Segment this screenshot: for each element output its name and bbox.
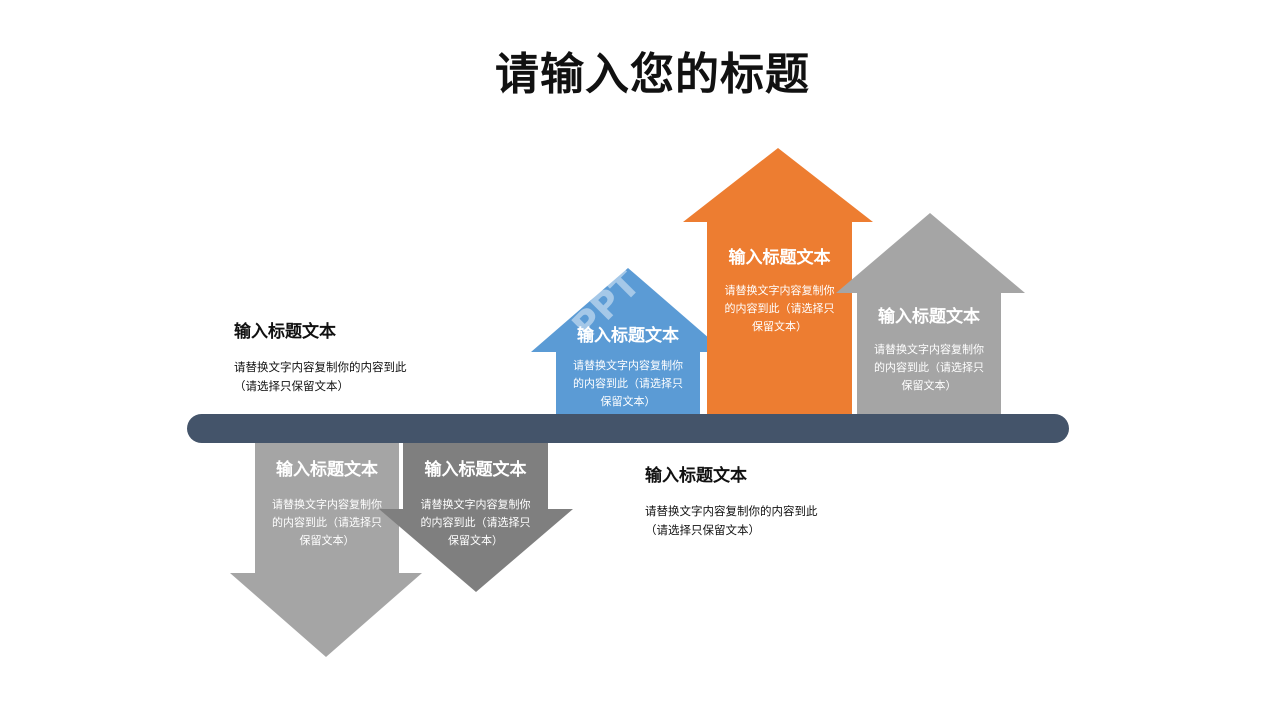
- body-text: 请替换文字内容复制你 的内容到此（请选择只 保留文本）: [857, 341, 1001, 395]
- heading: 输入标题文本: [577, 326, 679, 346]
- label-dark-gray-down-arrow: 输入标题文本 请替换文字内容复制你 的内容到此（请选择只 保留文本）: [403, 455, 548, 550]
- body-line: 的内容到此（请选择只: [420, 516, 531, 529]
- body-line: （请选择只保留文本）: [234, 379, 349, 393]
- label-gray-arrow: 输入标题文本 请替换文字内容复制你 的内容到此（请选择只 保留文本）: [857, 302, 1001, 395]
- heading: 输入标题文本: [276, 460, 378, 480]
- heading: 输入标题文本: [728, 248, 831, 268]
- heading: 输入标题文本: [234, 322, 336, 342]
- body-text: 请替换文字内容复制你 的内容到此（请选择只 保留文本）: [255, 496, 399, 550]
- body-line: 请替换文字内容复制你: [573, 359, 683, 372]
- body-line: 请替换文字内容复制你的内容到此: [645, 504, 818, 518]
- body-line: 保留文本）: [752, 320, 807, 333]
- body-line: 的内容到此（请选择只: [874, 361, 984, 374]
- heading: 输入标题文本: [878, 307, 980, 327]
- body-line: 保留文本）: [448, 534, 503, 547]
- body-line: （请选择只保留文本）: [645, 523, 760, 537]
- body-text: 请替换文字内容复制你的内容到此 （请选择只保留文本）: [234, 358, 494, 396]
- body-line: 请替换文字内容复制你的内容到此: [234, 360, 407, 374]
- body-text: 请替换文字内容复制你的内容到此 （请选择只保留文本）: [645, 502, 905, 540]
- text-block-top-left: 输入标题文本 请替换文字内容复制你的内容到此 （请选择只保留文本）: [234, 317, 494, 396]
- heading: 输入标题文本: [424, 460, 527, 480]
- body-line: 请替换文字内容复制你: [724, 284, 835, 297]
- up-arrow-orange: [683, 148, 873, 414]
- body-text: 请替换文字内容复制你 的内容到此（请选择只 保留文本）: [707, 282, 852, 336]
- label-orange-arrow: 输入标题文本 请替换文字内容复制你 的内容到此（请选择只 保留文本）: [707, 243, 852, 336]
- body-line: 请替换文字内容复制你: [420, 498, 531, 511]
- page-title: 请输入您的标题: [495, 49, 810, 100]
- body-line: 保留文本）: [901, 379, 957, 392]
- up-arrow-gray: [836, 213, 1025, 414]
- down-arrow-dark-gray: [379, 442, 573, 592]
- heading: 输入标题文本: [645, 466, 747, 486]
- body-text: 请替换文字内容复制你 的内容到此（请选择只 保留文本）: [403, 496, 548, 550]
- body-line: 请替换文字内容复制你: [272, 498, 382, 511]
- body-line: 的内容到此（请选择只: [573, 377, 683, 390]
- label-blue-arrow: 输入标题文本 请替换文字内容复制你 的内容到此（请选择只 保留文本）: [556, 321, 700, 411]
- body-line: 的内容到此（请选择只: [272, 516, 382, 529]
- body-line: 保留文本）: [299, 534, 355, 547]
- body-line: 保留文本）: [600, 395, 656, 408]
- body-line: 请替换文字内容复制你: [874, 343, 984, 356]
- label-gray-down-arrow: 输入标题文本 请替换文字内容复制你 的内容到此（请选择只 保留文本）: [255, 455, 399, 550]
- body-text: 请替换文字内容复制你 的内容到此（请选择只 保留文本）: [556, 357, 700, 411]
- down-arrow-gray: [230, 442, 422, 657]
- up-arrow-blue: [531, 268, 725, 414]
- text-block-bottom-right: 输入标题文本 请替换文字内容复制你的内容到此 （请选择只保留文本）: [645, 461, 905, 540]
- timeline-bar: [187, 414, 1069, 443]
- body-line: 的内容到此（请选择只: [724, 302, 835, 315]
